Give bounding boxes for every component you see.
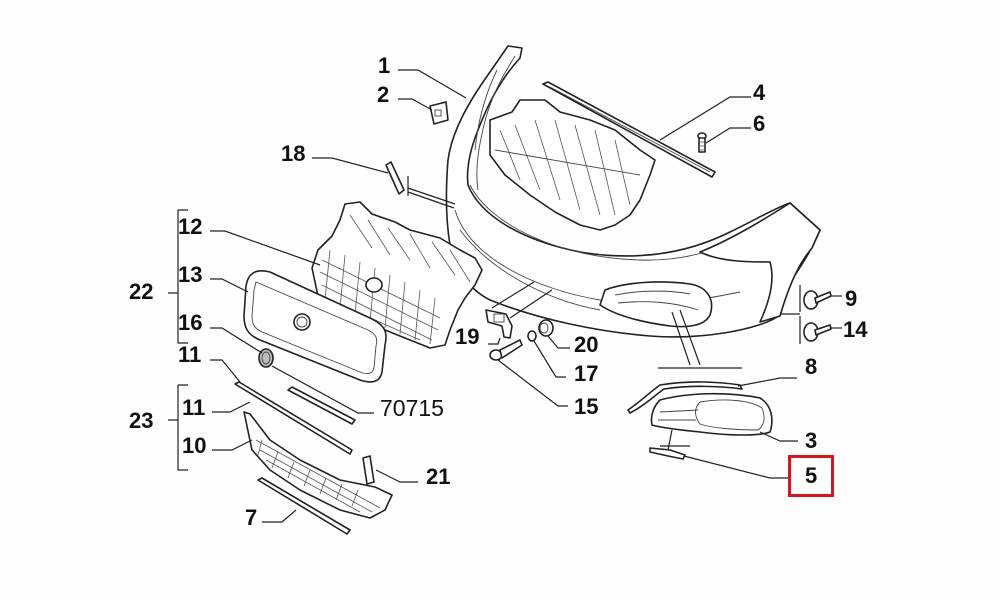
- label-part-3: 3: [805, 428, 818, 453]
- trim-part-11-upper[interactable]: [287, 386, 356, 425]
- label-part-11-lower: 11: [182, 395, 206, 420]
- push-clip-part-14[interactable]: [803, 322, 832, 342]
- label-part-12: 12: [178, 214, 203, 239]
- screw-part-6[interactable]: [697, 132, 707, 153]
- label-part-18: 18: [281, 141, 306, 166]
- clip-part-21[interactable]: [362, 455, 375, 485]
- label-part-17: 17: [574, 361, 599, 386]
- bracket-part-19[interactable]: [485, 309, 513, 339]
- label-group-22: 22: [129, 279, 154, 304]
- label-part-11-upper: 11: [178, 342, 202, 367]
- upper-strip-part-4[interactable]: [542, 81, 716, 178]
- label-part-13: 13: [178, 262, 203, 287]
- label-part-15: 15: [574, 394, 599, 419]
- label-part-20: 20: [574, 332, 599, 357]
- label-part-8: 8: [805, 354, 818, 379]
- washer-part-17[interactable]: [527, 330, 537, 342]
- upper-absorber: [489, 99, 656, 231]
- label-part-1: 1: [378, 53, 391, 78]
- badge-part-16[interactable]: [258, 348, 274, 368]
- highlight-box-part-5: [788, 455, 834, 497]
- label-part-16: 16: [178, 310, 203, 335]
- screw-part-15[interactable]: [489, 339, 523, 361]
- label-part-7: 7: [245, 505, 258, 530]
- label-part-5[interactable]: 5: [805, 463, 818, 488]
- grille-frame-part-13[interactable]: [243, 269, 387, 383]
- fog-bezel-part-3[interactable]: [650, 392, 773, 436]
- label-part-21: 21: [426, 464, 451, 489]
- label-part-14: 14: [843, 317, 868, 342]
- label-part-4: 4: [753, 80, 766, 105]
- bracket-part-18[interactable]: [385, 161, 405, 195]
- lower-strip-part-7[interactable]: [257, 477, 351, 535]
- label-part-19: 19: [455, 324, 480, 349]
- bumper-cover-part-1[interactable]: [445, 45, 821, 338]
- label-part-2: 2: [377, 82, 390, 107]
- lower-grille-part-10[interactable]: [243, 411, 393, 519]
- label-part-6: 6: [753, 111, 766, 136]
- trim-part-8[interactable]: [627, 381, 743, 414]
- label-group-23: 23: [129, 408, 154, 433]
- trim-part-11-lower[interactable]: [234, 381, 353, 455]
- label-reference-70715: 70715: [380, 395, 444, 421]
- clip-part-2[interactable]: [429, 101, 449, 125]
- cover-part-5[interactable]: [649, 447, 686, 460]
- spacer-part-20[interactable]: [538, 319, 554, 337]
- label-part-9: 9: [845, 286, 858, 311]
- leader-lines: [168, 69, 842, 523]
- label-part-10: 10: [182, 433, 207, 458]
- push-clip-part-9[interactable]: [803, 290, 832, 310]
